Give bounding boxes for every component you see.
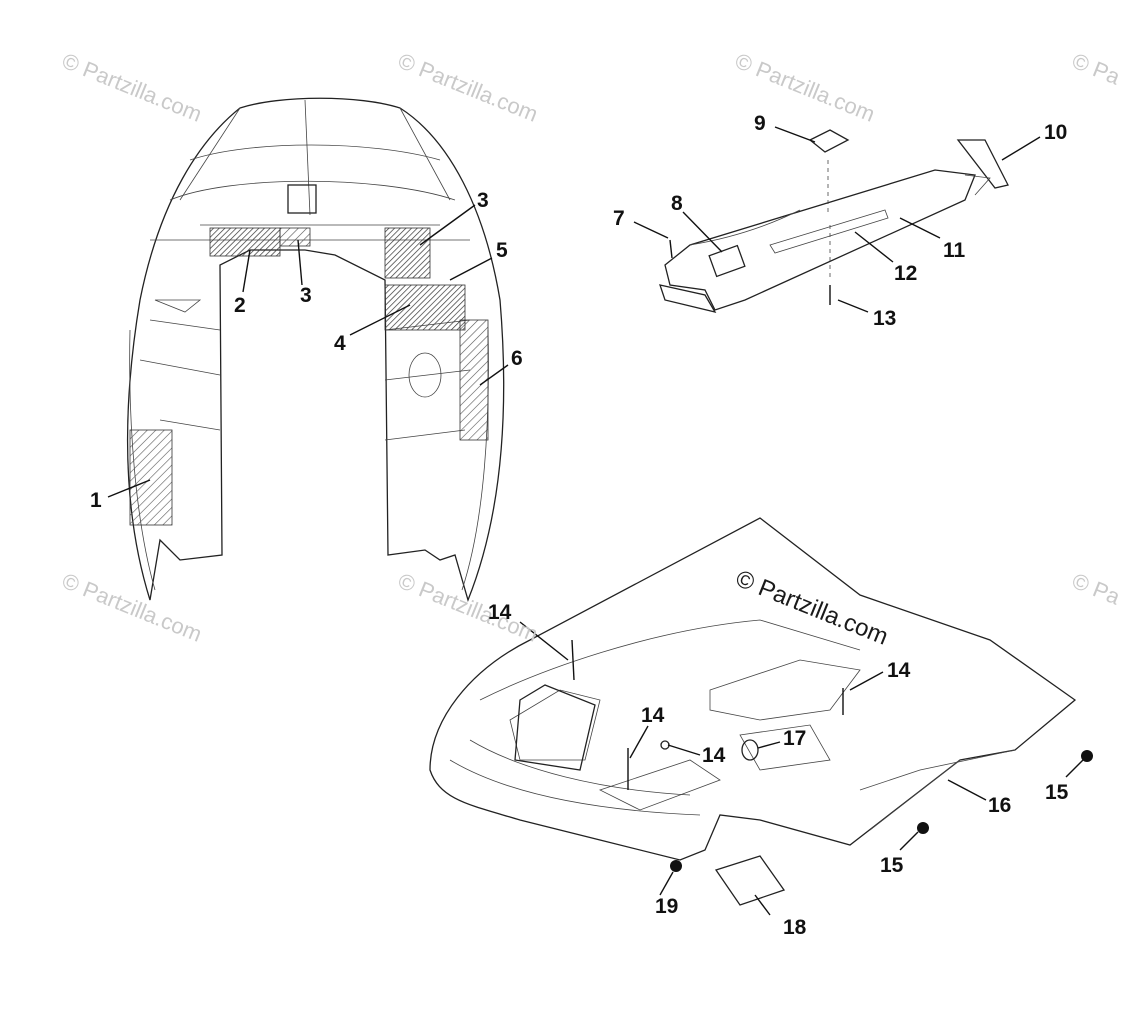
callout-9: 9 — [754, 112, 766, 135]
callout-3b: 3 — [477, 189, 489, 212]
callout-7: 7 — [613, 207, 625, 230]
callout-2: 2 — [234, 294, 246, 317]
callout-6: 6 — [511, 347, 523, 370]
callout-8: 8 — [671, 192, 683, 215]
callout-14b: 14 — [641, 704, 665, 727]
callout-5: 5 — [496, 239, 508, 262]
callout-14a: 14 — [488, 601, 512, 624]
nose-pan-leaders — [519, 621, 1084, 916]
callout-18: 18 — [783, 916, 807, 939]
callout-13: 13 — [873, 307, 897, 330]
nose-pan-assembly — [429, 517, 1093, 906]
tray-assembly — [659, 129, 1009, 313]
callout-15a: 15 — [1045, 781, 1069, 804]
callout-10: 10 — [1044, 121, 1068, 144]
callout-15b: 15 — [880, 854, 904, 877]
callout-14d: 14 — [887, 659, 911, 682]
hood-leaders — [107, 204, 509, 498]
hood-assembly — [127, 97, 505, 602]
callout-14c: 14 — [702, 744, 726, 767]
callout-4: 4 — [334, 332, 346, 355]
callout-16: 16 — [988, 794, 1012, 817]
callout-19: 19 — [655, 895, 679, 918]
callout-3a: 3 — [300, 284, 312, 307]
callout-1: 1 — [90, 489, 102, 512]
callout-11: 11 — [943, 239, 966, 262]
tray-leaders — [633, 126, 1041, 313]
callout-12: 12 — [894, 262, 918, 285]
callout-17: 17 — [783, 727, 807, 750]
